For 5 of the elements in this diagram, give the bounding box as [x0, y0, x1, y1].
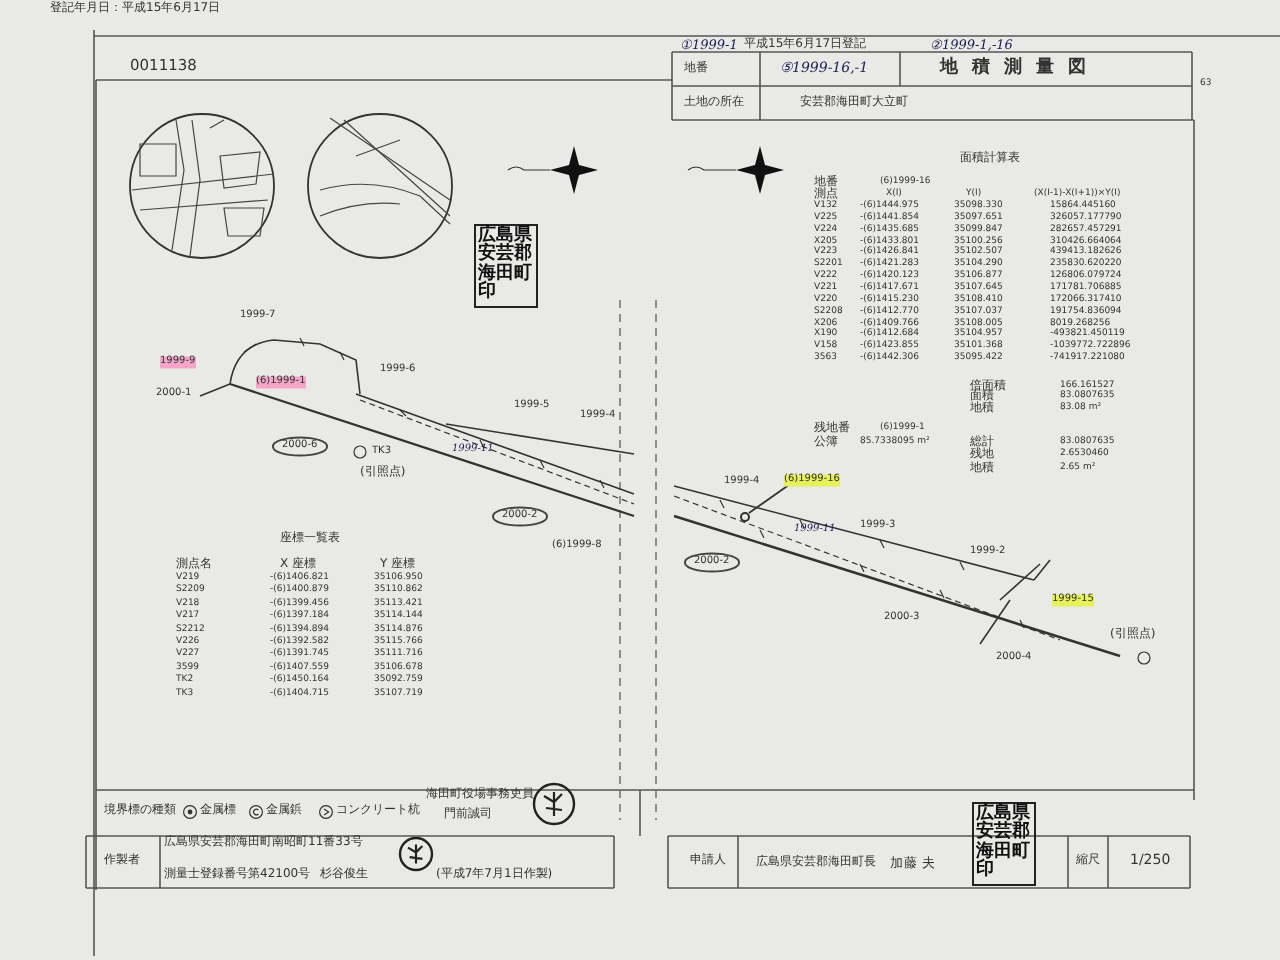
square-seal: 広島県安芸郡海田町印	[972, 802, 1036, 886]
leader-line	[748, 484, 789, 514]
square-seal: 広島県安芸郡海田町印	[474, 224, 538, 308]
survey-point-mark	[740, 512, 750, 522]
drawing-title: 地積測量図	[940, 60, 1100, 80]
